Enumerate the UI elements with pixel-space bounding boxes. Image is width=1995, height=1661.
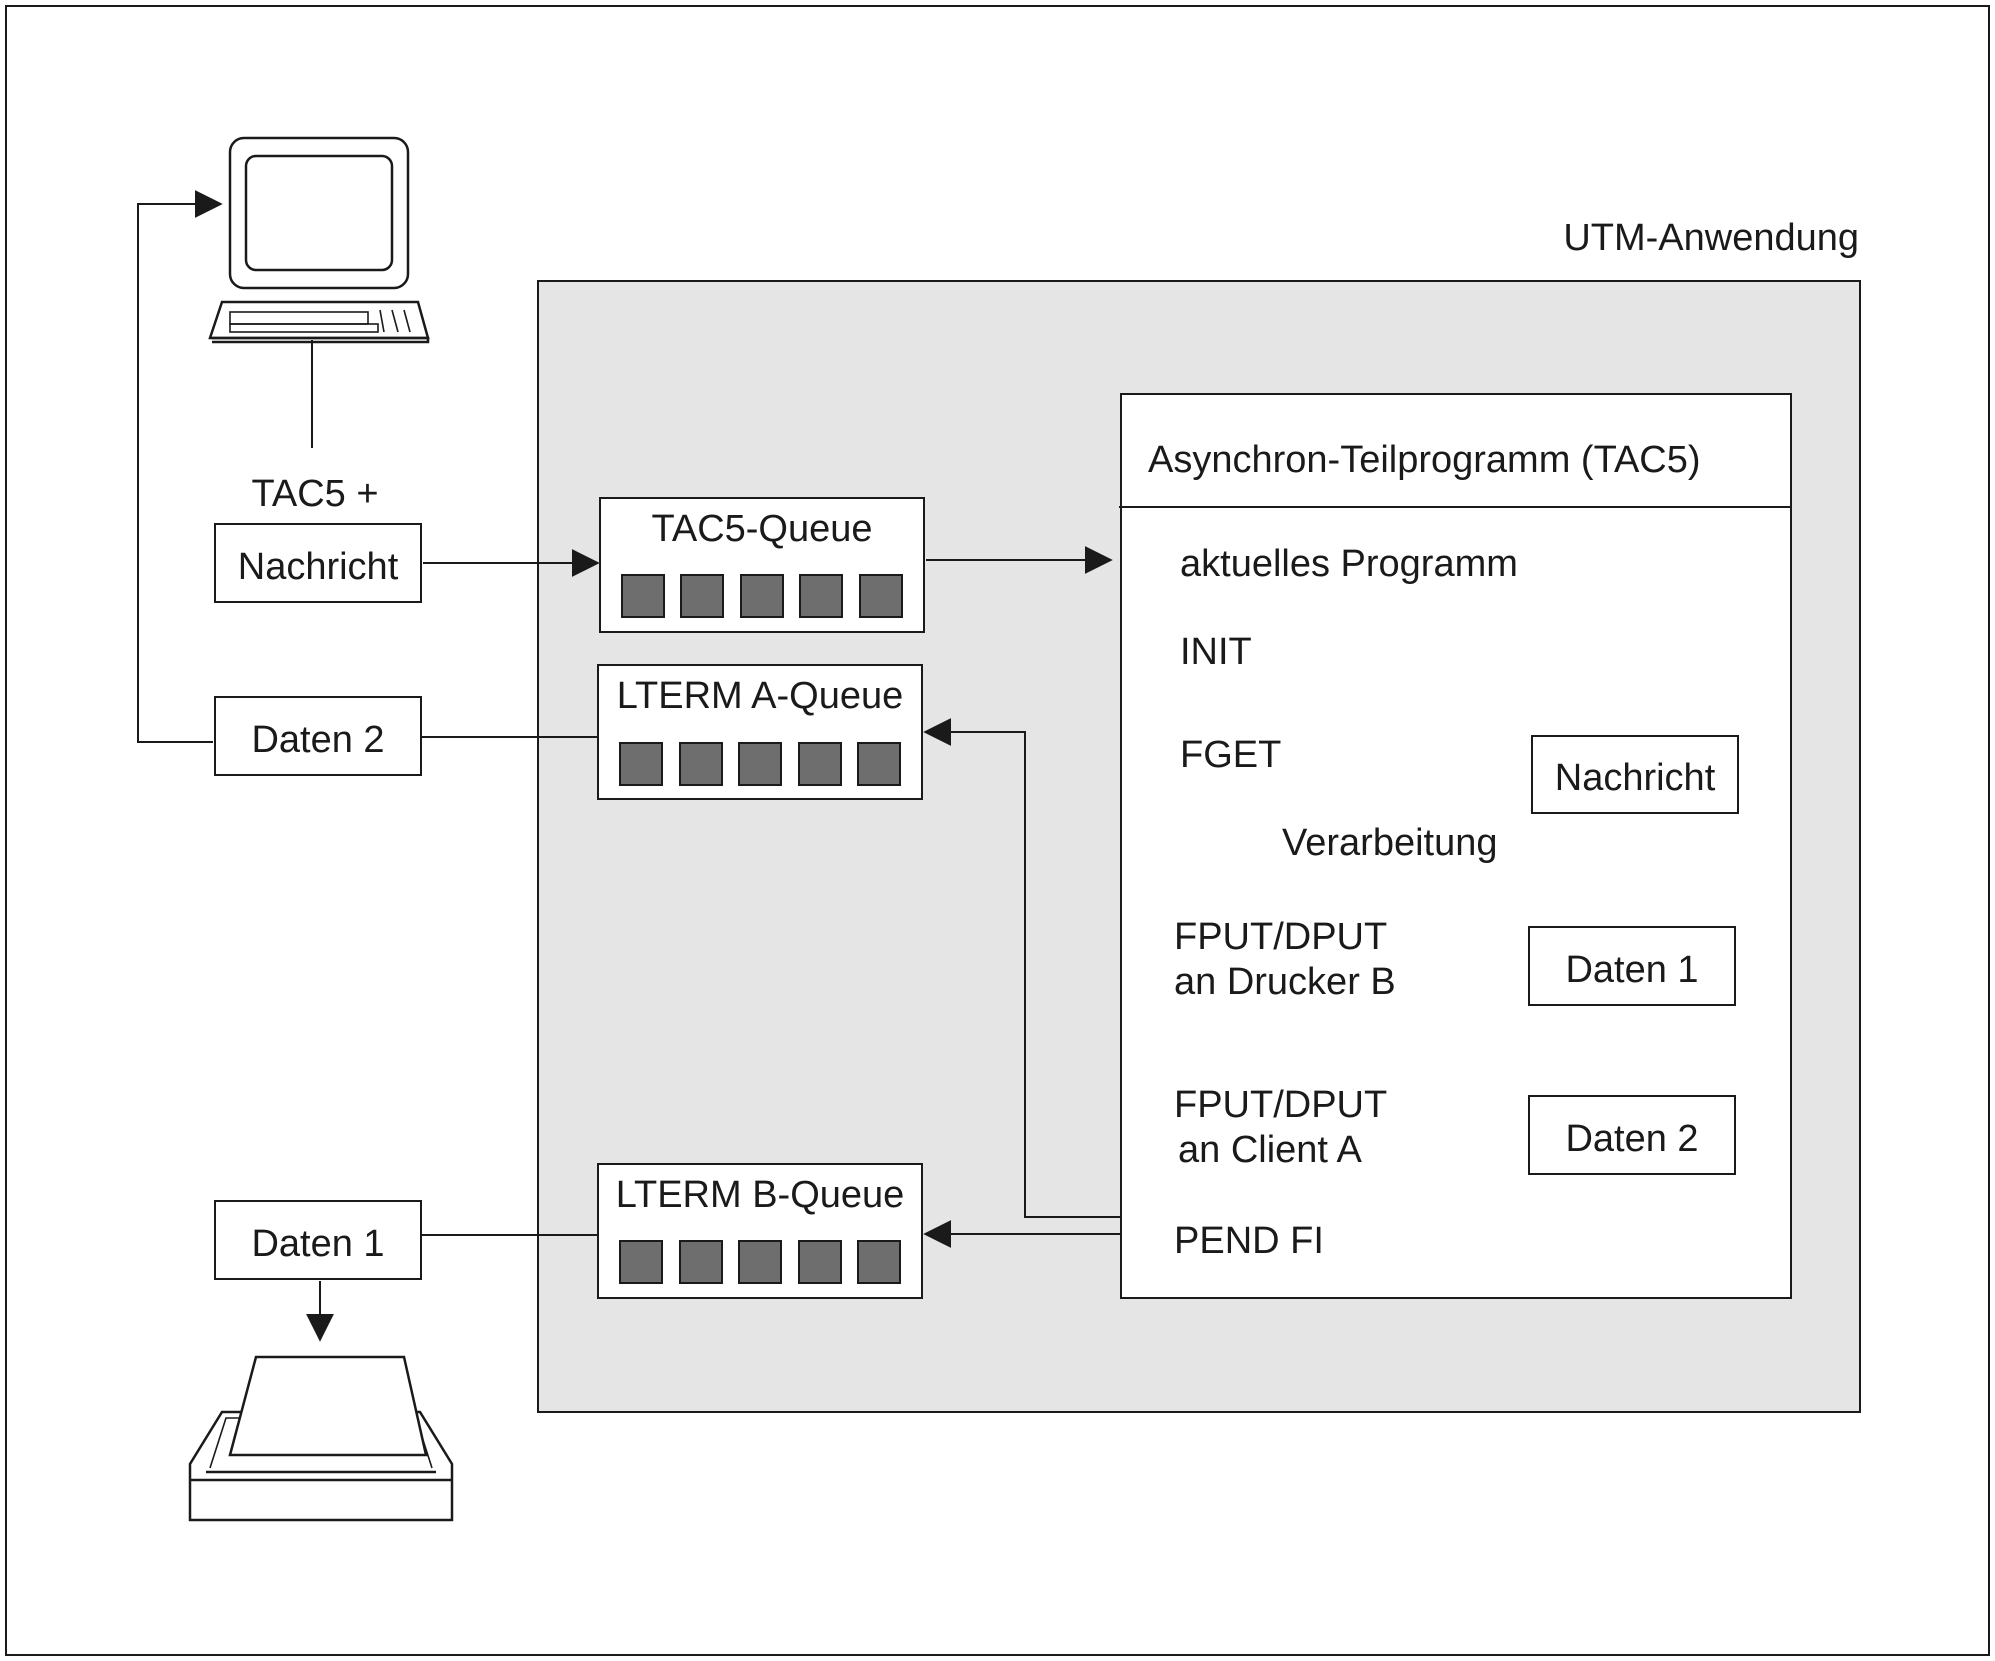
lterm-a-queue-label: LTERM A-Queue — [617, 675, 904, 717]
terminal-data2-label: Daten 2 — [251, 719, 384, 761]
terminal-icon — [208, 136, 430, 344]
queue-slot — [619, 742, 663, 786]
program-message-box: Nachricht — [1531, 735, 1739, 814]
lterm-b-queue-label: LTERM B-Queue — [616, 1174, 905, 1216]
program-title: Asynchron-Teilprogramm (TAC5) — [1148, 439, 1701, 481]
queue-slots — [621, 574, 903, 618]
lterm-a-queue: LTERM A-Queue — [597, 664, 923, 800]
terminal-message-label: Nachricht — [238, 546, 399, 588]
queue-slot — [679, 1240, 723, 1284]
queue-slot — [738, 742, 782, 786]
step-processing: Verarbeitung — [1282, 822, 1498, 864]
terminal-data2-box: Daten 2 — [214, 696, 422, 776]
program-data2-label: Daten 2 — [1565, 1118, 1698, 1160]
step-fput-printer-line2: an Drucker B — [1174, 961, 1396, 1003]
terminal-message-box: Nachricht — [214, 523, 422, 603]
program-message-label: Nachricht — [1555, 757, 1716, 799]
queue-slot — [798, 742, 842, 786]
queue-slots — [619, 1240, 901, 1284]
queue-slot — [798, 1240, 842, 1284]
step-fput-client-line1: FPUT/DPUT — [1174, 1084, 1387, 1126]
arrow-data2-to-terminal — [137, 190, 223, 743]
queue-slot — [738, 1240, 782, 1284]
queue-slot — [740, 574, 784, 618]
step-fget: FGET — [1180, 734, 1281, 776]
step-fput-client-line2: an Client A — [1178, 1129, 1362, 1171]
connectors — [137, 190, 1121, 1342]
queue-slots — [619, 742, 901, 786]
terminal-input-prefix: TAC5 + — [251, 473, 378, 515]
program-data1-box: Daten 1 — [1528, 926, 1736, 1006]
queue-slot — [857, 1240, 901, 1284]
queue-slot — [857, 742, 901, 786]
step-init: INIT — [1180, 631, 1252, 673]
program-box: Asynchron-Teilprogramm (TAC5) aktuelles … — [1119, 393, 1792, 1299]
step-pend-fi: PEND FI — [1174, 1220, 1324, 1262]
queue-slot — [621, 574, 665, 618]
queue-slot — [859, 574, 903, 618]
arrow-program-to-lterm-a-queue — [923, 718, 1121, 1218]
program-data2-box: Daten 2 — [1528, 1095, 1736, 1175]
queue-slot — [679, 742, 723, 786]
printer-icon — [188, 1355, 454, 1522]
printer-data1-label: Daten 1 — [251, 1223, 384, 1265]
tac5-queue-label: TAC5-Queue — [651, 508, 872, 550]
program-data1-label: Daten 1 — [1565, 949, 1698, 991]
utm-application-label: UTM-Anwendung — [1563, 217, 1859, 259]
step-current-program: aktuelles Programm — [1180, 543, 1518, 585]
lterm-b-queue: LTERM B-Queue — [597, 1163, 923, 1299]
tac5-queue: TAC5-Queue — [599, 497, 925, 633]
queue-slot — [680, 574, 724, 618]
step-fput-printer-line1: FPUT/DPUT — [1174, 916, 1387, 958]
queue-slot — [799, 574, 843, 618]
queue-slot — [619, 1240, 663, 1284]
printer-data1-box: Daten 1 — [214, 1200, 422, 1280]
